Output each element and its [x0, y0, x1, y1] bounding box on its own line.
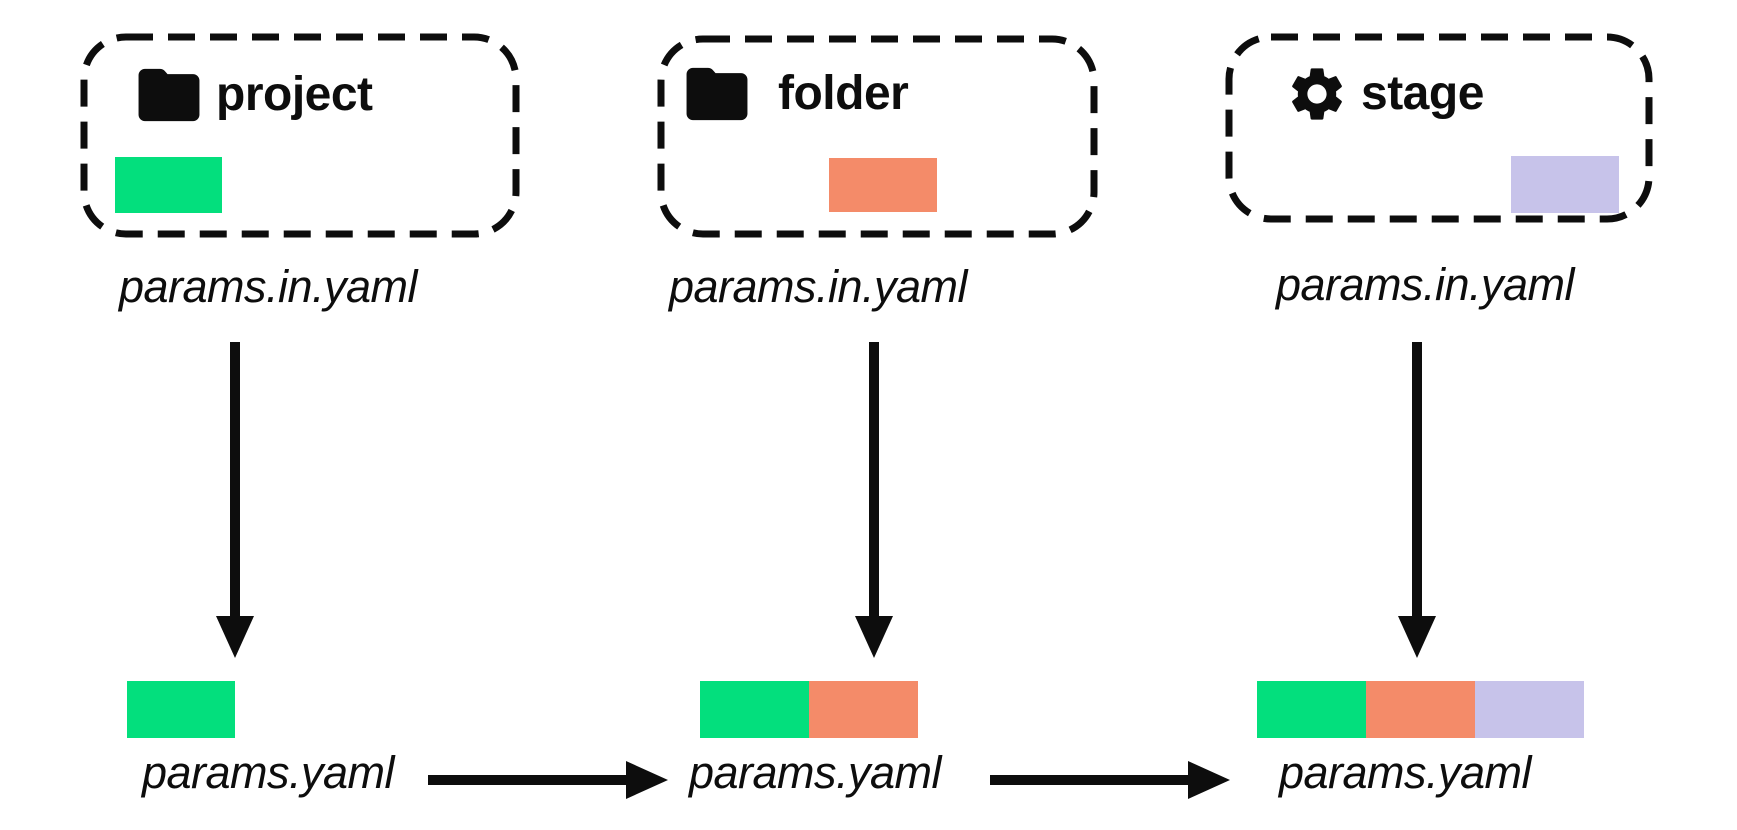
- stage-param-swatch: [1511, 156, 1619, 213]
- arrow-shaft: [428, 775, 626, 785]
- param-segment-project: [700, 681, 809, 738]
- project-group: project: [80, 33, 520, 238]
- output-file-label: params.yaml: [141, 747, 395, 798]
- arrow-shaft: [990, 775, 1188, 785]
- param-segment-project: [127, 681, 235, 738]
- dashed-border: [657, 35, 1098, 238]
- group-label: stage: [1361, 67, 1484, 120]
- output-file-label: params.yaml: [1278, 747, 1532, 798]
- arrow-head: [216, 616, 254, 658]
- input-file-label: params.in.yaml: [668, 261, 968, 312]
- folder-group-content: folder: [657, 35, 1098, 238]
- arrow-shaft: [230, 342, 240, 616]
- folder-group: folder: [657, 35, 1098, 238]
- stage-group: stage: [1225, 33, 1653, 223]
- merged-params-bar: [700, 681, 918, 738]
- arrow-head: [1398, 616, 1436, 658]
- dashed-border: [80, 33, 520, 238]
- project-param-swatch: [115, 157, 222, 213]
- group-label: project: [216, 68, 373, 121]
- arrow-head: [626, 761, 668, 799]
- folder-icon: [680, 65, 754, 123]
- project-group-content: project: [80, 33, 520, 238]
- folder-param-swatch: [829, 158, 937, 212]
- output-file-label: params.yaml: [688, 747, 942, 798]
- param-segment-project: [1257, 681, 1366, 738]
- folder-icon: [132, 66, 206, 124]
- param-segment-folder: [1366, 681, 1475, 738]
- stage-group-content: stage: [1225, 33, 1653, 223]
- input-file-label: params.in.yaml: [118, 261, 418, 312]
- arrow-head: [855, 616, 893, 658]
- gear-icon: [1285, 62, 1349, 126]
- arrow-shaft: [869, 342, 879, 616]
- merged-params-bar: [127, 681, 235, 738]
- dashed-border: [1225, 33, 1653, 223]
- param-segment-folder: [809, 681, 918, 738]
- group-label: folder: [778, 67, 909, 120]
- param-segment-stage: [1475, 681, 1584, 738]
- merged-params-bar: [1257, 681, 1584, 738]
- arrow-shaft: [1412, 342, 1422, 616]
- input-file-label: params.in.yaml: [1275, 259, 1575, 310]
- arrow-head: [1188, 761, 1230, 799]
